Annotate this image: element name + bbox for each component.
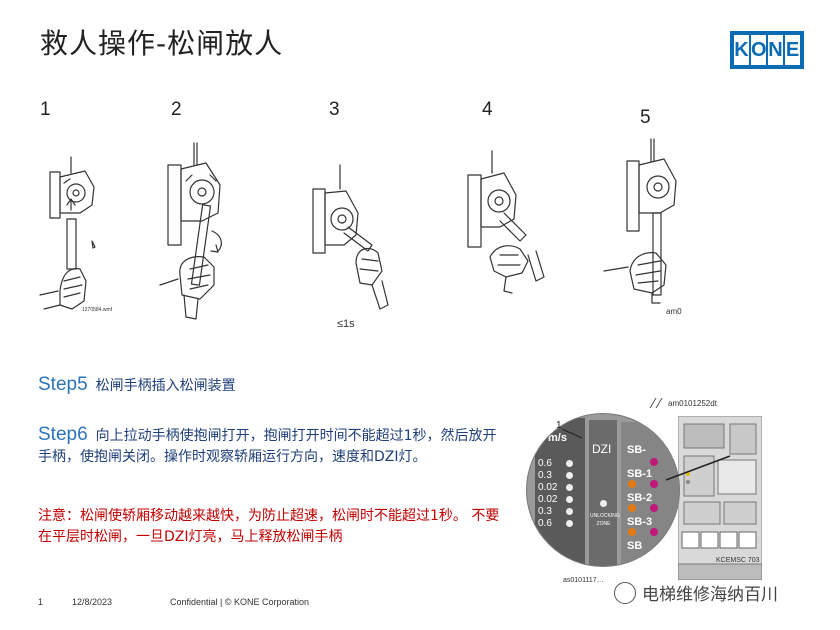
- speed-led: [566, 484, 573, 491]
- pencil-mark-icon: [649, 397, 663, 409]
- wechat-icon: [614, 581, 636, 604]
- logo-letter-n: N: [768, 35, 783, 65]
- step-number-1: 1: [40, 99, 51, 120]
- safety-note: 注意：松闸使轿厢移动越来越快，为防止超速，松闸时不能超过1秒。 不要在平层时松闸…: [38, 508, 500, 545]
- figure-1-insert-handle: [39, 156, 96, 310]
- logo-letter-k: K: [734, 35, 749, 65]
- speed-row: 0.3: [536, 506, 580, 518]
- figure-3-hold-max-1s: [312, 164, 389, 310]
- board-caption-top: am0101252dt: [668, 399, 717, 408]
- speed-header: D m/s: [537, 432, 567, 444]
- controller-board: [678, 416, 762, 580]
- figure-3-caption: ≤1s: [337, 318, 355, 330]
- speed-value: 0.02: [538, 494, 558, 505]
- step6-text: 向上拉动手柄使抱闸打开，抱闸打开时间不能超过1秒，然后放开手柄，使抱闸关闭。操作…: [38, 428, 497, 465]
- unlocking-zone-label: UNLOCKING ZONE: [590, 513, 620, 527]
- dzi-label: DZI: [592, 442, 612, 456]
- sb-label: SB-1: [627, 468, 653, 480]
- footer-date: 12/8/2023: [72, 597, 113, 607]
- slide-title: 救人操作-松闸放人: [40, 27, 284, 60]
- step5-text: 松闸手柄插入松闸装置: [95, 378, 236, 394]
- speed-value-list: 0.6 0.3 0.02 0.02 0.3 0.6: [536, 458, 580, 530]
- speed-column: D m/s: [535, 418, 585, 566]
- speed-row: 0.6: [536, 518, 580, 530]
- watermark-text: 电梯维修海纳百川: [642, 585, 778, 605]
- speed-row: 0.02: [536, 482, 580, 494]
- callout-leader: [561, 428, 583, 439]
- board-name-label: KCEMSC 703: [716, 557, 760, 564]
- sb-leds: [628, 458, 658, 536]
- magnified-indicator-panel: D m/s DZI UNLOCKING ZONE: [526, 413, 680, 567]
- footer-confidential: Confidential | © KONE Corporation: [170, 597, 310, 607]
- speed-led: [566, 496, 573, 503]
- logo-letter-o: O: [751, 35, 767, 65]
- zoom-leader: [665, 455, 731, 481]
- dzi-led: [600, 500, 607, 507]
- step5-label: Step5: [38, 374, 88, 395]
- logo-letter-e: E: [785, 35, 800, 65]
- brake-release-illustrations: [39, 138, 677, 320]
- step-number-2: 2: [171, 99, 182, 120]
- sb-label-list: SB- SB-1 SB-2 SB-3 SB: [627, 444, 652, 560]
- speed-value: 0.02: [538, 482, 558, 493]
- figure-4-release-handle: [467, 150, 545, 294]
- step-number-5: 5: [640, 107, 651, 128]
- speed-value: 0.6: [538, 458, 552, 469]
- step-number-4: 4: [482, 99, 493, 120]
- speed-value: 0.3: [538, 506, 552, 517]
- speed-row: 0.6: [536, 458, 580, 470]
- speed-led: [566, 460, 573, 467]
- step-number-3: 3: [329, 99, 340, 120]
- speed-value: 0.3: [538, 470, 552, 481]
- figure-5-caption: am0: [666, 307, 682, 316]
- speed-row: 0.3: [536, 470, 580, 482]
- step5-instruction: Step5 松闸手柄插入松闸装置: [38, 374, 236, 396]
- speed-led: [566, 520, 573, 527]
- kone-logo: K O N E: [730, 31, 804, 69]
- footer-page-number: 1: [38, 597, 44, 607]
- callout-number: 1: [556, 420, 562, 431]
- sb-column: [621, 422, 679, 566]
- speed-led: [566, 472, 573, 479]
- figure-2-pull-handle: [159, 142, 222, 320]
- speed-value: 0.6: [538, 518, 552, 529]
- sb-label: SB: [627, 540, 643, 552]
- sb-label: SB-: [627, 444, 646, 456]
- speed-led: [566, 508, 573, 515]
- figure-1-caption: 1270584.wmf: [82, 307, 113, 313]
- figure-5-handle-returned: [603, 138, 677, 304]
- speed-row: 0.02: [536, 494, 580, 506]
- board-caption-bottom: as0101117…: [563, 577, 604, 584]
- sb-label: SB-2: [627, 492, 653, 504]
- dzi-column: DZI UNLOCKING ZONE: [589, 420, 620, 566]
- wechat-watermark: 电梯维修海纳百川: [614, 580, 778, 605]
- sb-label: SB-3: [627, 516, 653, 528]
- step6-label: Step6: [38, 424, 88, 445]
